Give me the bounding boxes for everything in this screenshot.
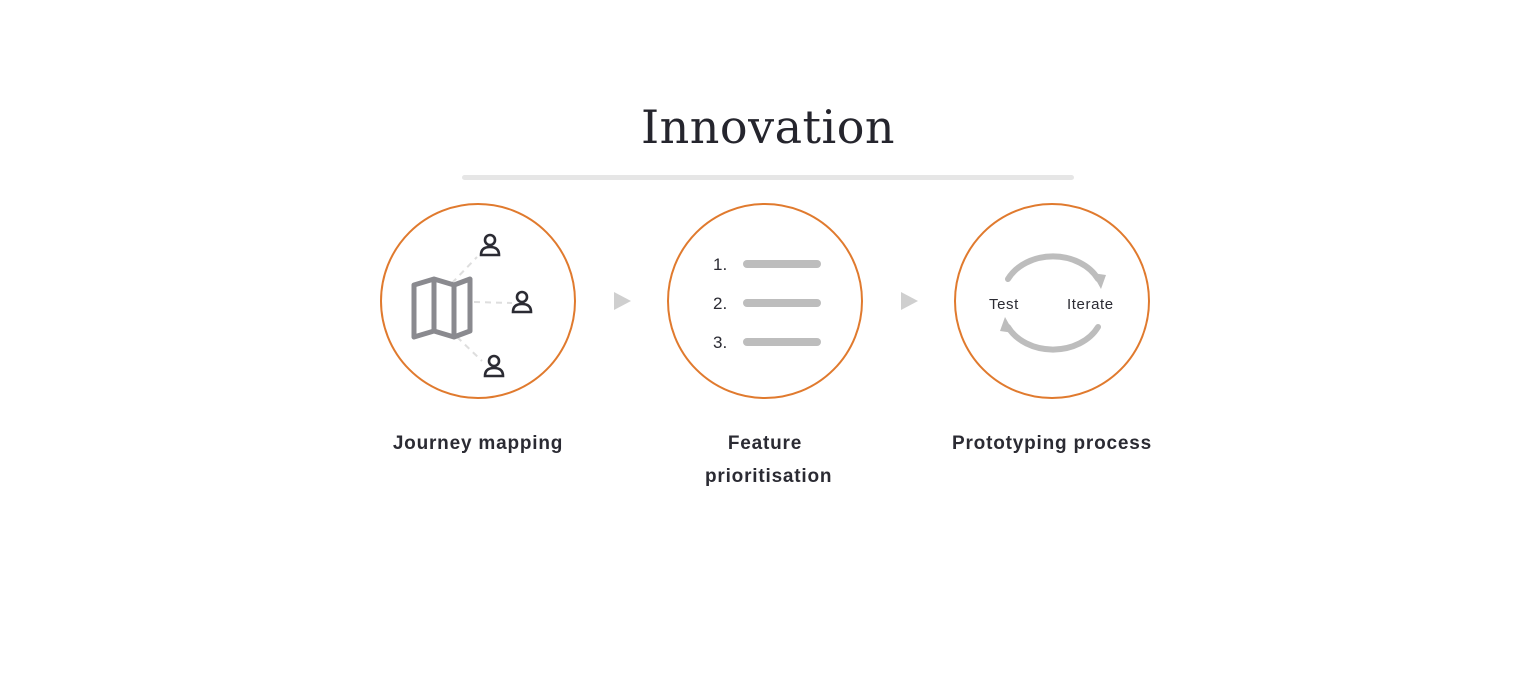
- step-label: Feature prioritisation: [705, 433, 833, 487]
- map-icon: [411, 276, 473, 340]
- step-circle: Test Iterate: [954, 203, 1150, 399]
- step-circle: [380, 203, 576, 399]
- user-icon: [483, 354, 505, 378]
- list-number: 3.: [713, 333, 727, 352]
- step-circle: 1. 2. 3.: [667, 203, 863, 399]
- list-number: 2.: [713, 294, 727, 313]
- arrow-icon: [614, 292, 631, 310]
- cycle-iterate-label: Iterate: [1067, 296, 1114, 313]
- cycle-arrows-icon: Test Iterate: [989, 253, 1114, 353]
- user-icon: [511, 290, 533, 314]
- numbered-list-icon: 1. 2. 3.: [713, 255, 821, 352]
- map-with-users-icon: [411, 233, 533, 378]
- list-number: 1.: [713, 255, 727, 274]
- cycle-test-label: Test: [989, 296, 1019, 313]
- step-label: Journey mapping: [392, 433, 564, 454]
- user-icon: [479, 233, 501, 257]
- step-label: Prototyping process: [952, 433, 1152, 454]
- title-divider: [462, 175, 1074, 180]
- page-title: Innovation: [640, 100, 896, 154]
- arrow-icon: [901, 292, 918, 310]
